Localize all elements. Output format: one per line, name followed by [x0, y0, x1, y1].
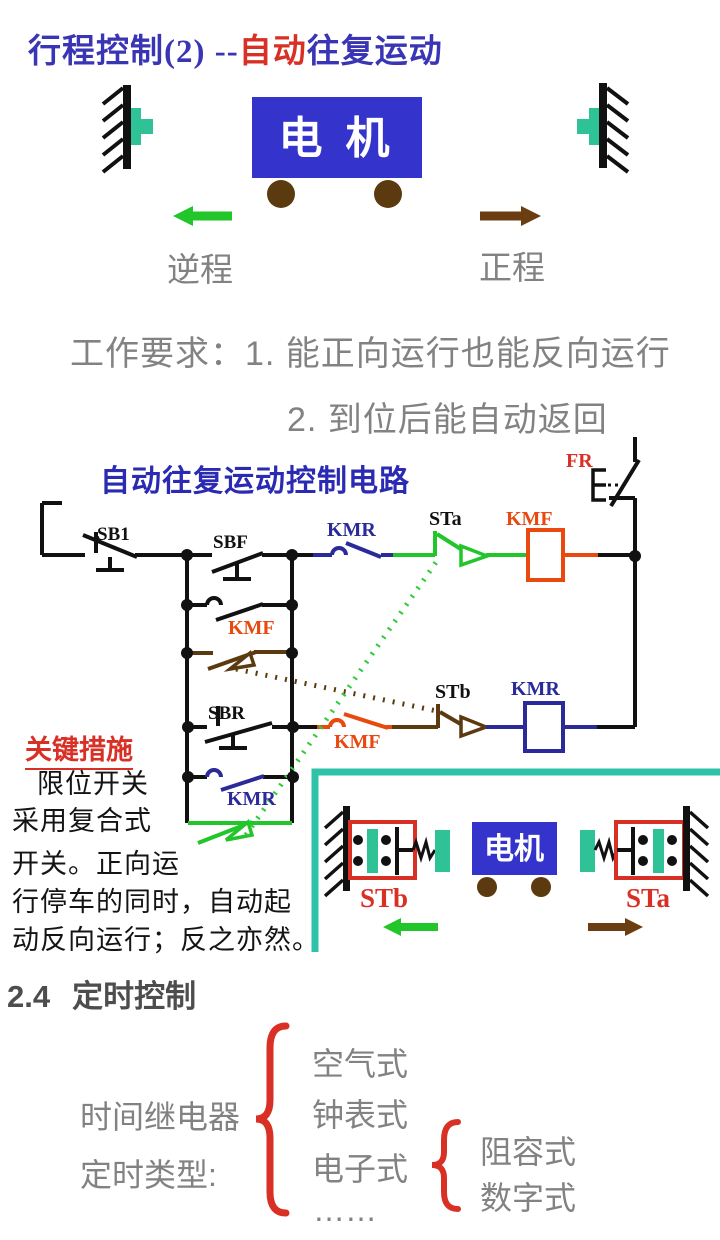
sbf-label: SBF — [213, 532, 248, 553]
kmf-interlock-label: KMF — [334, 731, 381, 753]
key-measures-line: 行停车的同时，自动起 — [12, 887, 292, 917]
requirement-line-1: 工作要求：1. 能正向运行也能反向运行 — [70, 335, 671, 373]
sta-switch-symbol — [393, 531, 528, 568]
motor-wheel — [267, 180, 295, 208]
kmf-holding-contact-symbol — [205, 596, 264, 622]
sta-link-dotted — [243, 556, 442, 837]
inset-sta-label: STa — [626, 883, 671, 913]
page-title-part1: 行程控制(2) -- — [28, 34, 239, 70]
key-measures-line: 动反向运行；反之亦然。 — [12, 925, 320, 955]
section-heading: 2.4 定时控制 — [7, 971, 196, 1016]
stb-aux-contact-symbol — [187, 650, 292, 672]
stb-switch-symbol — [392, 704, 491, 739]
fr-label: FR — [566, 450, 593, 472]
kmf-coil-symbol — [526, 528, 565, 582]
inset-motor-label: 电机 — [484, 833, 544, 866]
left-bumper — [131, 108, 153, 145]
stb-link-dotted — [235, 666, 438, 714]
left-wall — [101, 86, 125, 174]
sta-label: STa — [429, 508, 462, 530]
kmr-contact-label: KMR — [327, 519, 376, 541]
right-stop-block — [580, 830, 595, 872]
inset-right-wall-bar — [683, 806, 690, 891]
kmf-coil-label: KMF — [506, 508, 553, 530]
kmr-holding-label: KMR — [227, 788, 276, 810]
sb1-label: SB1 — [97, 524, 130, 545]
section-title: 定时控制 — [72, 979, 197, 1014]
big-brace-icon — [255, 1022, 290, 1217]
timer-subtype-item: 阻容式 — [480, 1134, 577, 1170]
timer-subtype-item: 数字式 — [480, 1180, 577, 1216]
timer-label-line2: 定时类型: — [80, 1157, 217, 1193]
forward-label: 正程 — [479, 249, 545, 286]
kmr-contact-symbol — [313, 541, 393, 559]
right-spring — [593, 836, 619, 864]
timer-type-item: 钟表式 — [312, 1097, 409, 1133]
kmf-holding-label: KMF — [228, 617, 275, 639]
key-measures-line: 采用复合式 — [12, 806, 152, 836]
inset-stb-label: STb — [360, 883, 408, 913]
key-measures-line: 开关。正向运 — [12, 849, 180, 879]
left-spring — [411, 836, 437, 864]
right-wall — [605, 86, 630, 174]
stb-label: STb — [435, 681, 471, 703]
top-scene: 电 机 — [101, 83, 630, 226]
sbf-button-symbol — [211, 551, 264, 581]
circuit-title: 自动往复运动控制电路 — [100, 465, 410, 498]
key-measures-line: 限位开关 — [37, 769, 149, 799]
inset-reverse-arrow-icon — [383, 918, 438, 936]
timer-type-item: 电子式 — [312, 1151, 409, 1187]
inset-border — [311, 768, 720, 952]
small-brace-icon — [431, 1119, 461, 1212]
page-title-part3: 往复运动 — [306, 34, 443, 70]
left-stop-block — [435, 830, 450, 872]
page-title: 行程控制(2) --自动往复运动 — [28, 24, 443, 72]
reverse-arrow-icon — [173, 206, 232, 226]
inset-left-wall-bar — [343, 806, 350, 891]
reverse-label: 逆程 — [167, 251, 233, 288]
right-wall-bar — [599, 83, 607, 168]
kmr-holding-contact-symbol — [205, 768, 265, 792]
kmf-interlock-contact-symbol — [317, 712, 392, 730]
inset-wheel — [477, 877, 497, 897]
sta-switch-assembly — [614, 820, 686, 880]
sta-aux-contact-symbol — [188, 818, 292, 845]
sbr-button-symbol — [204, 706, 273, 750]
fr-contact-symbol — [591, 458, 641, 508]
motor-wheel — [374, 180, 402, 208]
motor-box — [252, 97, 422, 178]
section-number: 2.4 — [7, 979, 51, 1014]
motor-label: 电 机 — [279, 114, 396, 163]
inset-motor-box — [472, 822, 557, 875]
kmr-coil-symbol — [523, 701, 565, 753]
right-bumper — [577, 108, 599, 145]
page-title-part2: 自动 — [238, 34, 307, 70]
sbr-label: SBR — [208, 703, 245, 724]
forward-arrow-icon — [480, 206, 541, 226]
inset-left-wall — [323, 810, 345, 898]
timer-type-item: 空气式 — [312, 1046, 409, 1082]
junction-dots — [181, 549, 641, 783]
left-wall-bar — [123, 85, 131, 169]
timer-label-line1: 时间继电器 — [80, 1099, 241, 1135]
key-measures-heading: 关键措施 — [25, 728, 133, 770]
kmr-coil-label: KMR — [511, 678, 560, 700]
inset-wheel — [531, 877, 551, 897]
inset-panel: 电机 STb STa — [311, 768, 720, 952]
stb-switch-assembly — [348, 820, 417, 880]
sb1-button-symbol — [82, 532, 138, 572]
inset-right-wall — [688, 810, 710, 898]
inset-forward-arrow-icon — [588, 918, 643, 936]
requirement-line-2: 2. 到位后能自动返回 — [287, 401, 608, 439]
timer-type-ellipsis: …… — [313, 1192, 377, 1228]
